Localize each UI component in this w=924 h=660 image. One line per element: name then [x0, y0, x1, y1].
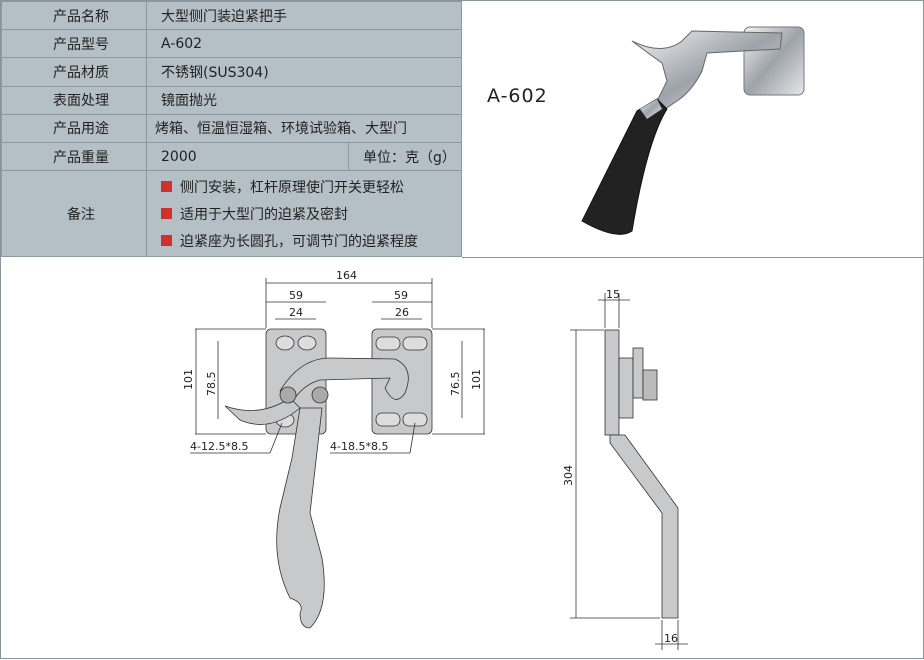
table-row: 产品材质不锈钢(SUS304) — [1, 57, 462, 87]
side-dimensions: 15 304 16 — [562, 288, 678, 645]
row-label: 表面处理 — [1, 85, 147, 115]
dimension-label: 4-18.5*8.5 — [330, 440, 388, 453]
front-dimensions: 164 59 59 24 26 101 78.5 76.5 101 4-12.5… — [182, 269, 483, 453]
notes-cell: 侧门安装，杠杆原理使门开关更轻松 适用于大型门的迫紧及密封 迫紧座为长圆孔，可调… — [146, 170, 462, 257]
row-value: 不锈钢(SUS304) — [146, 57, 462, 87]
model-label: A-602 — [487, 85, 548, 107]
row-value: 大型侧门装迫紧把手 — [146, 0, 462, 31]
dimension-label: 15 — [606, 288, 620, 301]
bullet-square-icon — [161, 208, 172, 220]
dimension-label: 78.5 — [205, 372, 218, 397]
row-label: 产品重量 — [1, 142, 147, 172]
weight-unit: 单位：克（g） — [348, 142, 462, 172]
technical-drawing: 164 59 59 24 26 101 78.5 76.5 101 4-12.5… — [182, 269, 688, 650]
note-item: 侧门安装，杠杆原理使门开关更轻松 — [161, 173, 461, 200]
row-label: 产品材质 — [1, 57, 147, 87]
dimension-label: 59 — [289, 289, 303, 302]
table-row: 备注 侧门安装，杠杆原理使门开关更轻松 适用于大型门的迫紧及密封 迫紧座为长圆孔… — [1, 170, 462, 257]
dimension-label: 16 — [664, 632, 678, 645]
row-value: A-602 — [146, 29, 462, 59]
bullet-square-icon — [161, 235, 172, 247]
front-view — [190, 278, 485, 629]
dimension-label: 101 — [182, 369, 195, 390]
dimension-label: 304 — [562, 465, 575, 486]
note-item: 迫紧座为长圆孔，可调节门的迫紧程度 — [161, 227, 461, 254]
dimension-label: 26 — [395, 306, 409, 319]
row-label: 产品用途 — [1, 113, 147, 144]
dimension-label: 24 — [289, 306, 303, 319]
dimension-label: 164 — [336, 269, 357, 282]
note-item: 适用于大型门的迫紧及密封 — [161, 200, 461, 227]
dimension-label: 4-12.5*8.5 — [190, 440, 248, 453]
note-text: 适用于大型门的迫紧及密封 — [180, 206, 348, 223]
product-photo-area: A-602 — [462, 1, 923, 258]
row-value: 烤箱、恒温恒湿箱、环境试验箱、大型门 — [146, 113, 462, 144]
note-text: 侧门安装，杠杆原理使门开关更轻松 — [180, 179, 404, 196]
table-row: 表面处理镜面抛光 — [1, 85, 462, 115]
side-view — [570, 293, 688, 650]
note-text: 迫紧座为长圆孔，可调节门的迫紧程度 — [180, 233, 418, 250]
dimension-label: 101 — [470, 369, 483, 390]
row-label: 备注 — [1, 170, 147, 257]
product-photo — [581, 26, 805, 235]
dimension-label: 76.5 — [449, 372, 462, 397]
row-label: 产品型号 — [1, 29, 147, 59]
table-row: 产品用途烤箱、恒温恒湿箱、环境试验箱、大型门 — [1, 113, 462, 144]
dimension-label: 59 — [394, 289, 408, 302]
table-row: 产品名称大型侧门装迫紧把手 — [1, 0, 462, 31]
row-label: 产品名称 — [1, 0, 147, 31]
bullet-square-icon — [161, 181, 172, 193]
weight-value: 2000 — [146, 142, 349, 172]
row-value: 镜面抛光 — [146, 85, 462, 115]
